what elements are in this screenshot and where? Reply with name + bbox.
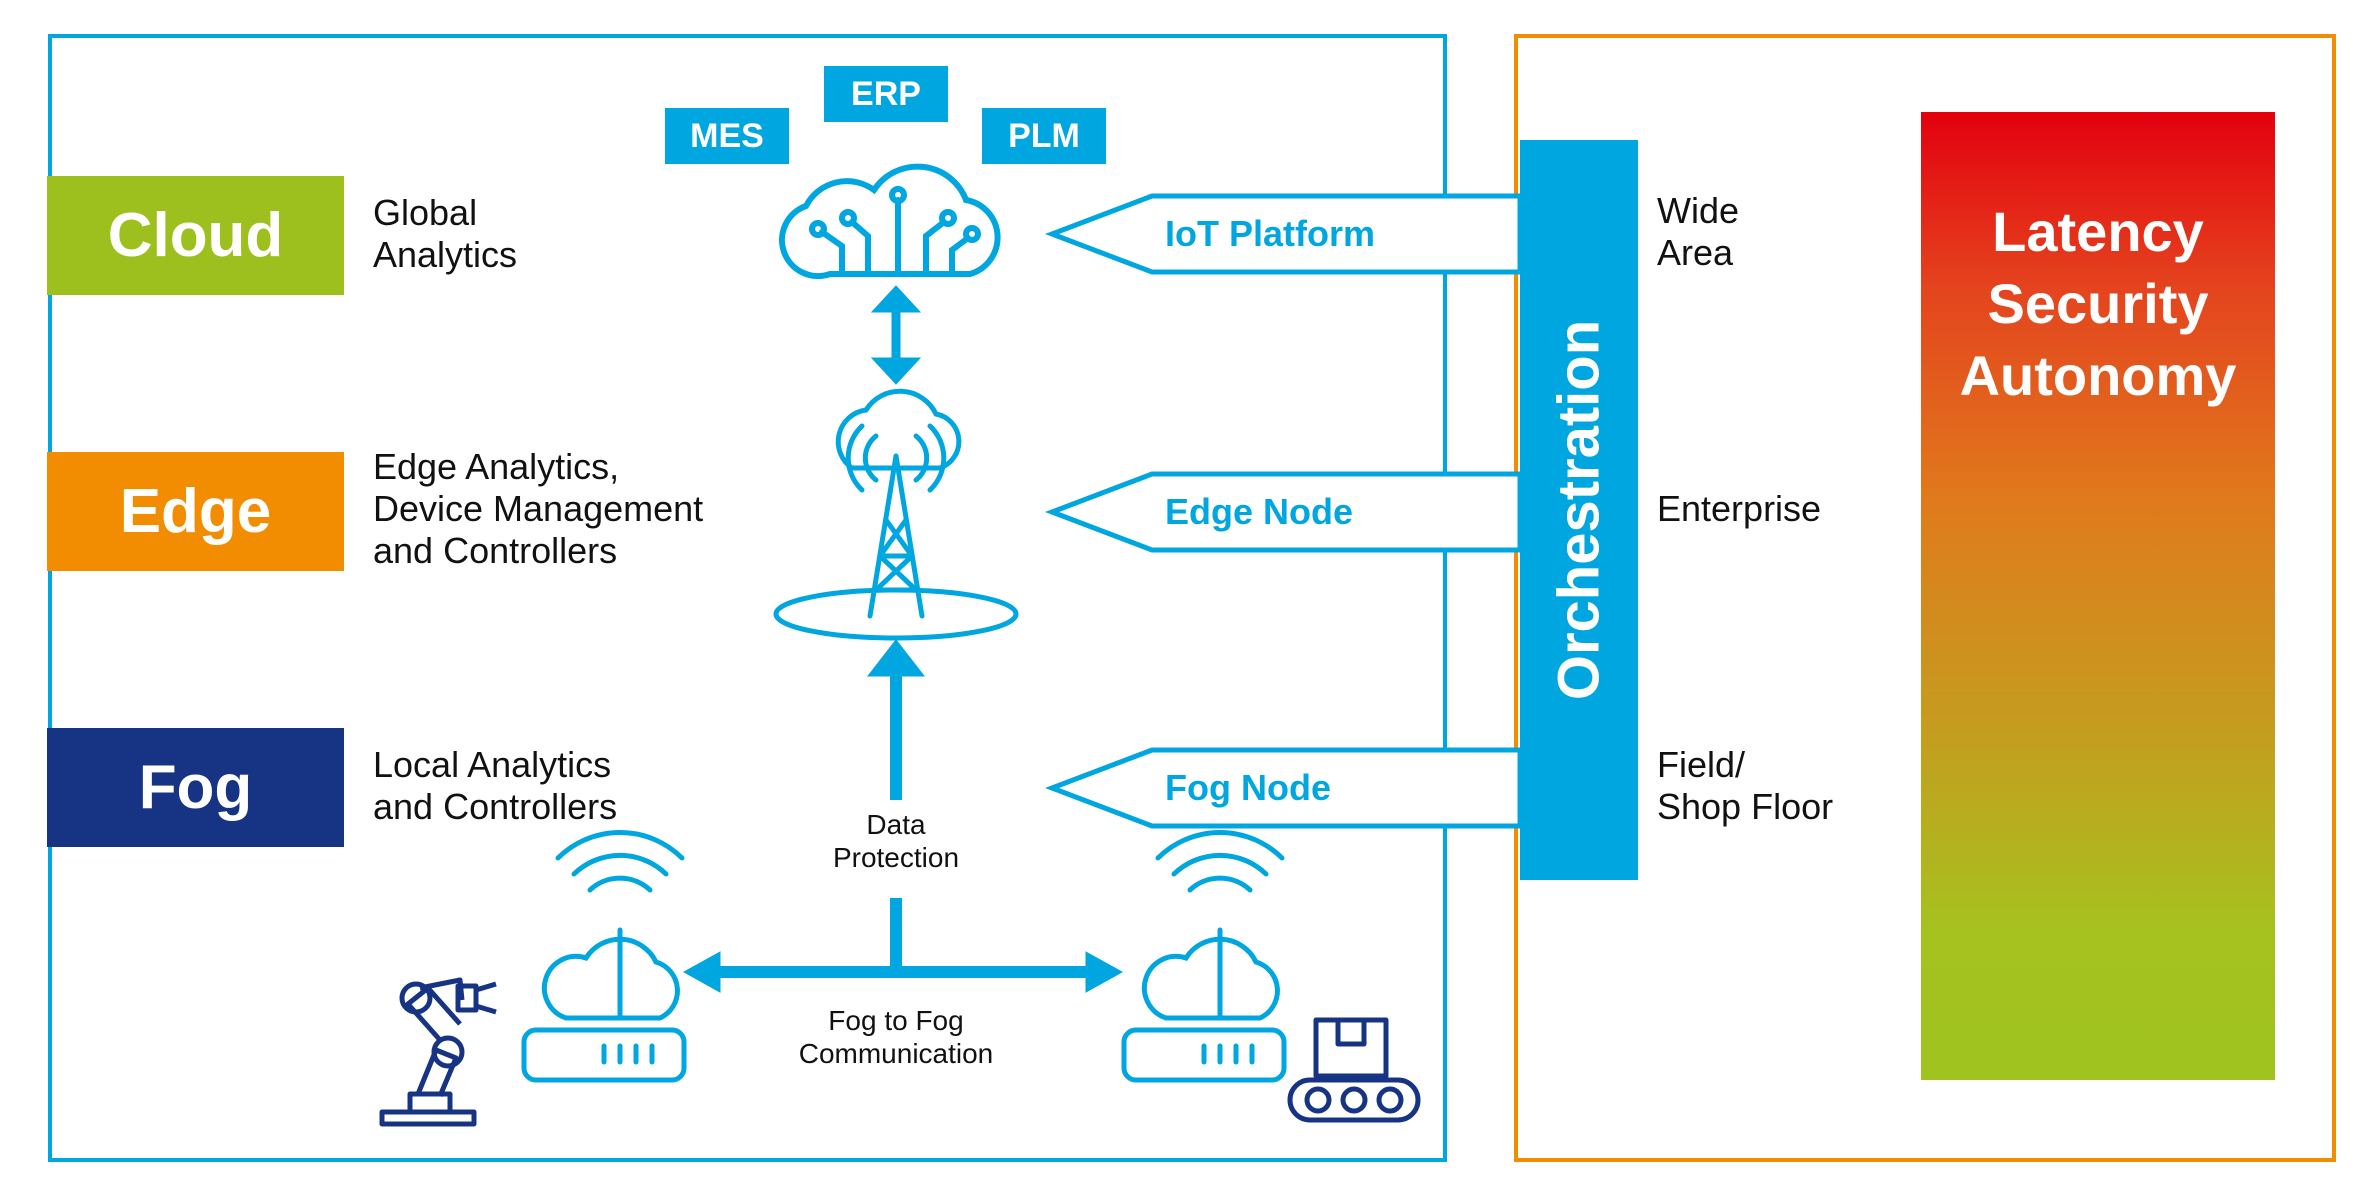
tier-fog-box: Fog [47,728,344,847]
tier-cloud-description: Global Analytics [373,192,518,275]
latency-security-autonomy-bar: Latency Security Autonomy [1921,112,2275,1080]
gradient-line-autonomy: Autonomy [1959,344,2237,407]
tier-edge-box: Edge [47,452,344,571]
erp-tag: ERP [824,66,948,122]
tier-edge-description: Edge Analytics, Device Management and Co… [373,446,704,571]
wifi-router-cloud-icon [1121,829,1287,1083]
tier-fog-description: Local Analytics and Controllers [373,744,618,827]
gradient-line-latency: Latency [1992,200,2204,263]
data-protection-arrow [866,639,926,800]
orchestration-label: Orchestration [1546,319,1612,701]
edge-node-label: Edge Node [1165,491,1354,532]
scope-enterprise: Enterprise [1657,488,1822,529]
data-protection-label: Data Protection [832,809,960,873]
cloud-circuit-icon [778,163,1001,279]
fog-to-fog-label: Fog to Fog Communication [798,1005,994,1069]
scope-wide-area: Wide Area [1657,190,1740,273]
orange-frame [1514,34,2336,1162]
blue-frame [48,34,1447,1162]
fog-node-label: Fog Node [1165,767,1331,808]
mes-tag: MES [665,108,789,164]
cloud-edge-arrow [870,285,922,385]
cell-tower-cloud-icon [773,388,1019,641]
orchestration-bar: Orchestration [1520,140,1638,880]
fog-to-fog-arrow [682,898,1124,993]
gradient-text: Latency Security Autonomy [1921,196,2275,412]
wifi-router-cloud-icon [521,829,687,1083]
conveyor-box-icon [1287,1017,1421,1123]
tier-cloud-box: Cloud [47,176,344,295]
gradient-line-security: Security [1987,272,2209,335]
plm-tag: PLM [982,108,1106,164]
robot-arm-icon [379,977,497,1127]
scope-field-shop-floor: Field/ Shop Floor [1657,744,1834,827]
iot-platform-label: IoT Platform [1165,213,1376,254]
